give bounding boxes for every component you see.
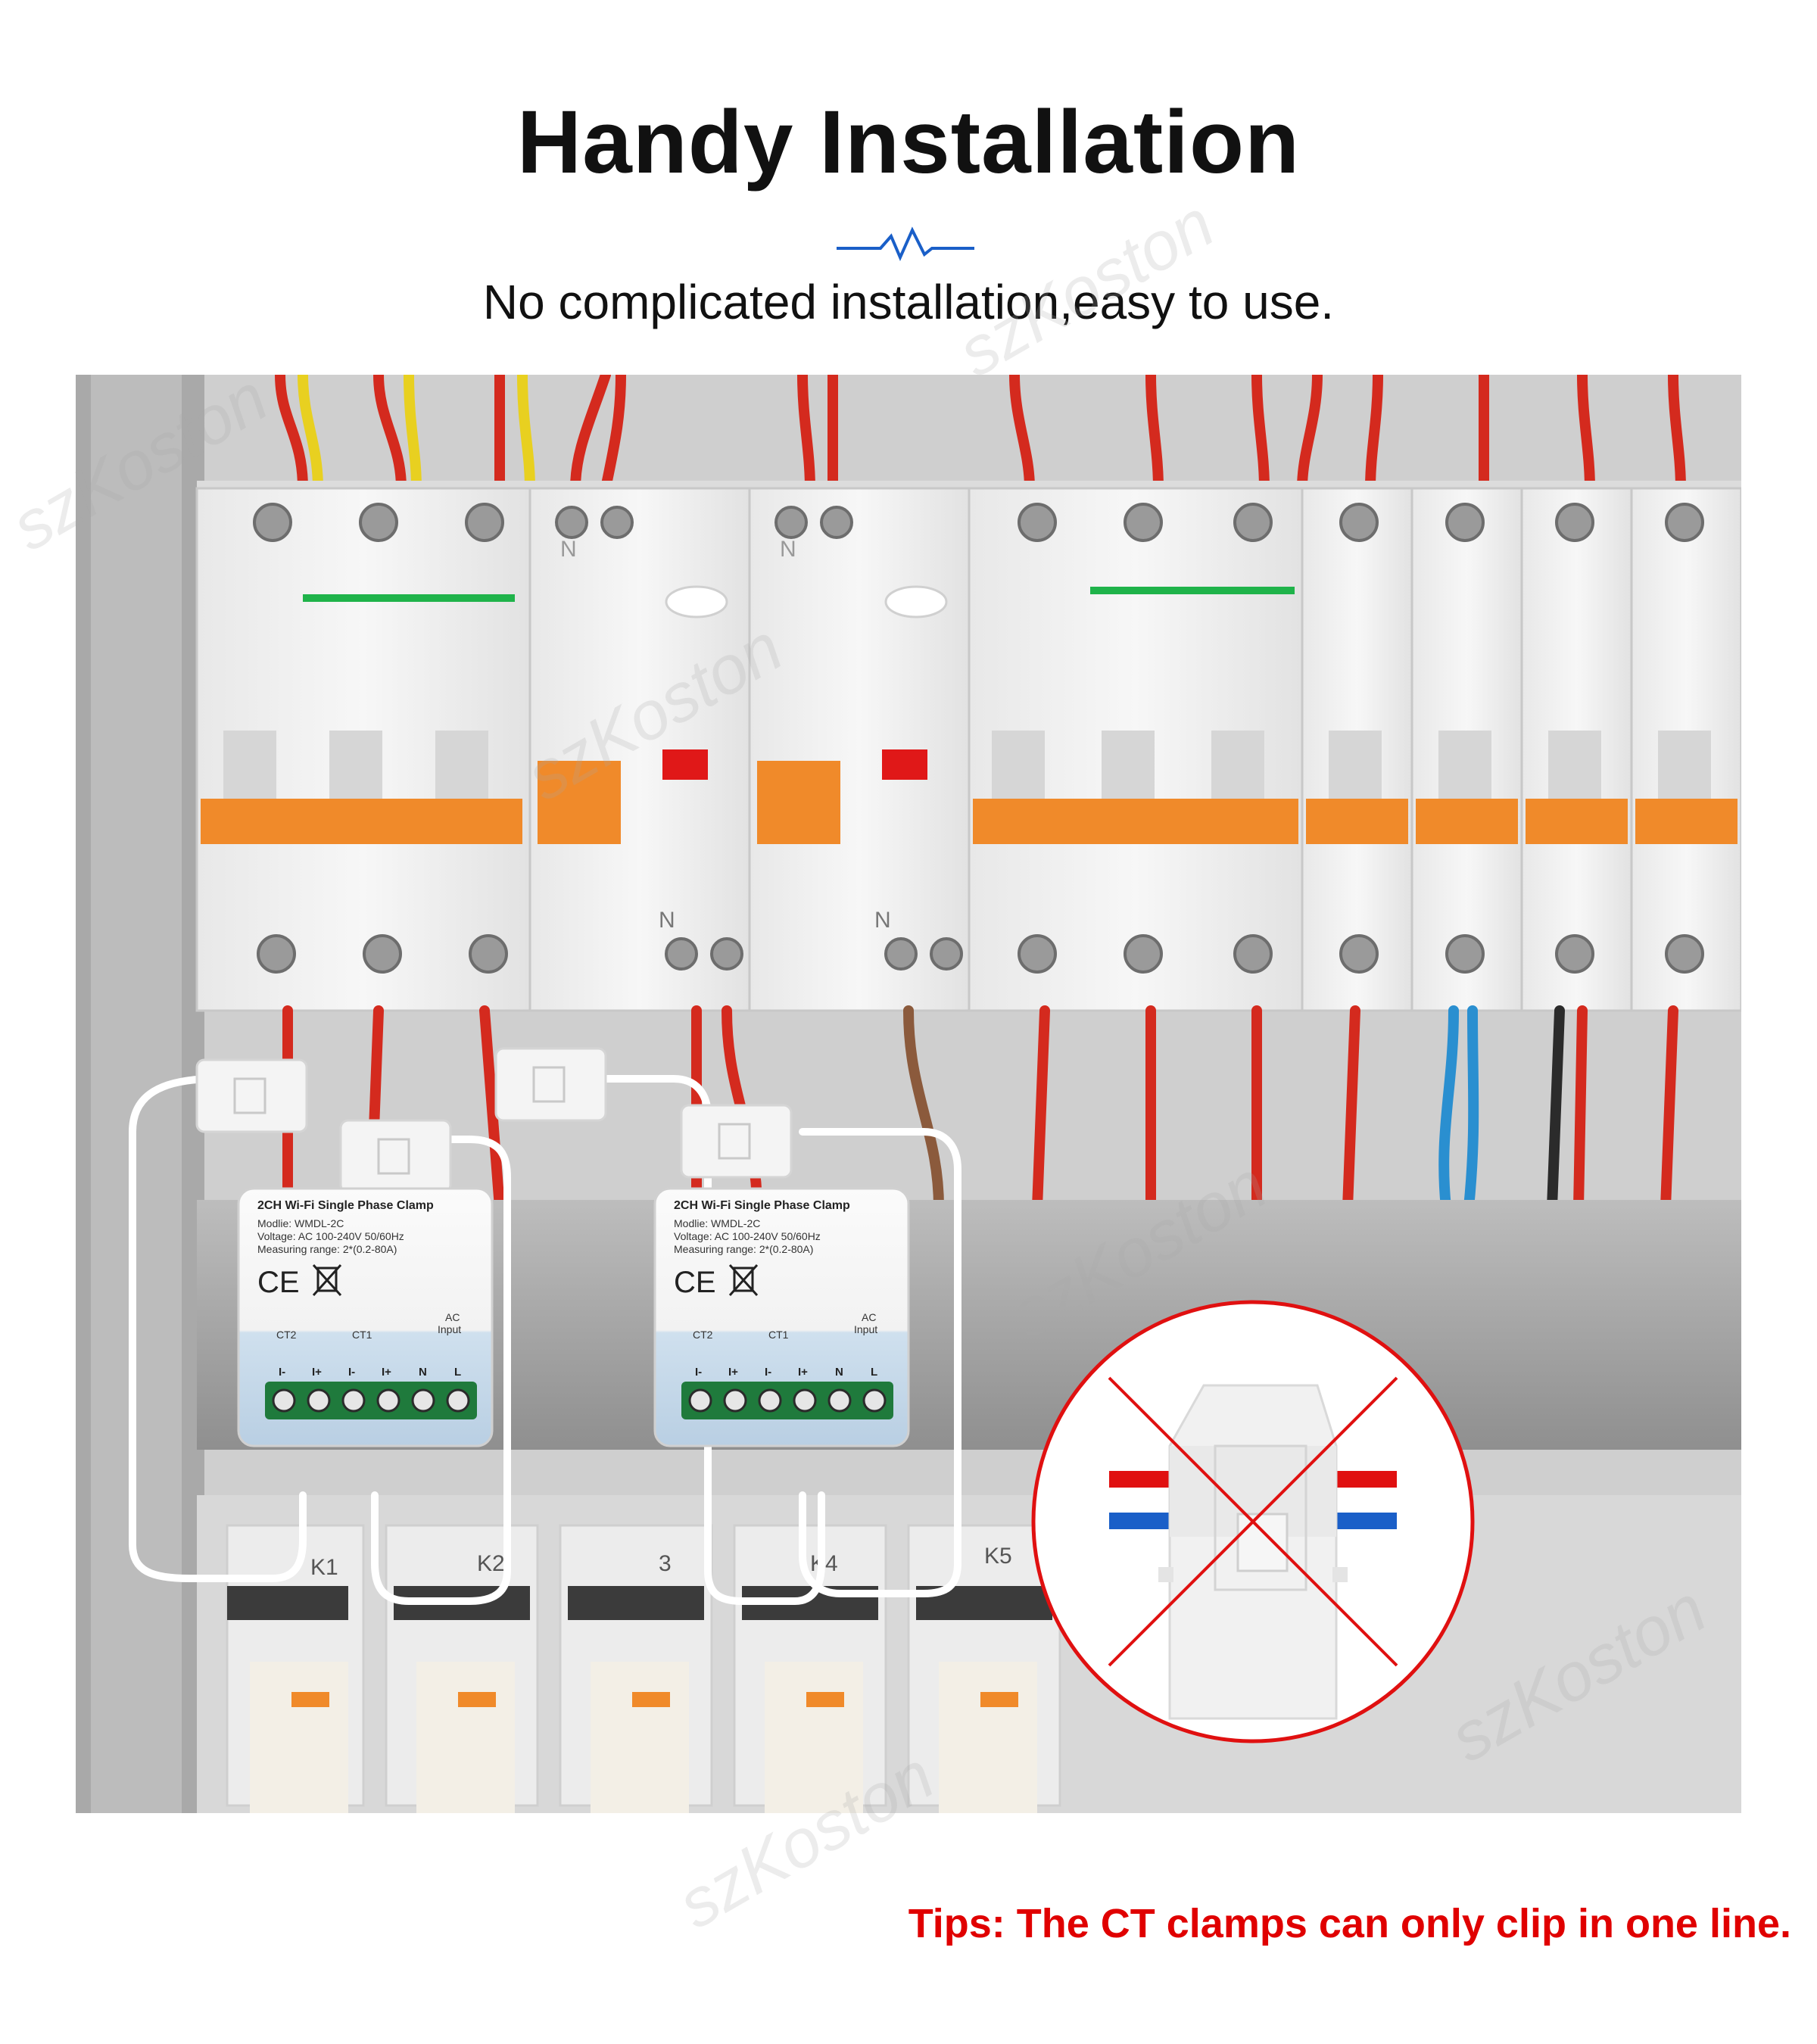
- ce-mark: CE: [257, 1266, 300, 1299]
- terminal-label: I+: [312, 1366, 322, 1379]
- module-title: 2CH Wi-Fi Single Phase Clamp: [674, 1199, 850, 1212]
- breaker-mark-n: N: [560, 537, 577, 562]
- tips-note: Tips: The CT clamps can only clip in one…: [908, 1901, 1791, 1946]
- terminal-label: N: [419, 1366, 427, 1379]
- label-ct2: CT2: [693, 1329, 713, 1341]
- module-range: Measuring range: 2*(0.2-80A): [257, 1243, 397, 1255]
- terminal-label: L: [871, 1366, 877, 1379]
- page-subtitle: No complicated installation,easy to use.: [482, 275, 1335, 329]
- ct-clamp-heads: [195, 1047, 793, 1194]
- wrong-usage-inset: [1031, 1300, 1475, 1743]
- terminal-label: I+: [798, 1366, 808, 1379]
- breaker-mark-n: N: [780, 537, 796, 562]
- module-voltage: Voltage: AC 100-240V 50/60Hz: [257, 1230, 404, 1242]
- relay-label: K2: [477, 1551, 505, 1576]
- module-model: Modlie: WMDL-2C: [674, 1217, 760, 1229]
- terminal-label: N: [835, 1366, 843, 1379]
- label-ct1: CT1: [768, 1329, 789, 1341]
- terminal-label: I-: [765, 1366, 771, 1379]
- breaker-mark-n: N: [874, 908, 891, 933]
- breaker-mark-n: N: [659, 908, 675, 933]
- module-model: Modlie: WMDL-2C: [257, 1217, 344, 1229]
- terminal-label: I-: [279, 1366, 285, 1379]
- ct-cables: [129, 1075, 961, 1605]
- pulse-line-icon: [837, 226, 974, 261]
- relay-label: 3: [659, 1551, 672, 1576]
- clamp-module-1: 2CH Wi-Fi Single Phase Clamp Modlie: WMD…: [237, 1187, 494, 1447]
- label-input: Input: [854, 1323, 877, 1335]
- module-title: 2CH Wi-Fi Single Phase Clamp: [257, 1199, 434, 1212]
- installation-photo: N N N N: [76, 375, 1741, 1813]
- clamp-module-2: 2CH Wi-Fi Single Phase Clamp Modlie: WMD…: [653, 1187, 910, 1447]
- terminal-label: I+: [728, 1366, 738, 1379]
- terminal-label: I-: [348, 1366, 355, 1379]
- weee-bin-icon: [728, 1263, 759, 1297]
- label-ct1: CT1: [352, 1329, 372, 1341]
- relay-label: K5: [984, 1544, 1012, 1569]
- label-ac: AC: [445, 1311, 460, 1323]
- label-input: Input: [438, 1323, 461, 1335]
- weee-bin-icon: [312, 1263, 342, 1297]
- relay-label: K1: [310, 1555, 338, 1580]
- terminal-label: I-: [695, 1366, 702, 1379]
- ce-mark: CE: [674, 1266, 716, 1299]
- ct-clamp-illustration: [1158, 1384, 1348, 1720]
- terminal-label: L: [454, 1366, 461, 1379]
- module-voltage: Voltage: AC 100-240V 50/60Hz: [674, 1230, 821, 1242]
- page-title: Handy Installation: [516, 92, 1301, 192]
- terminal-label: I+: [382, 1366, 391, 1379]
- label-ct2: CT2: [276, 1329, 297, 1341]
- label-ac: AC: [862, 1311, 876, 1323]
- module-range: Measuring range: 2*(0.2-80A): [674, 1243, 813, 1255]
